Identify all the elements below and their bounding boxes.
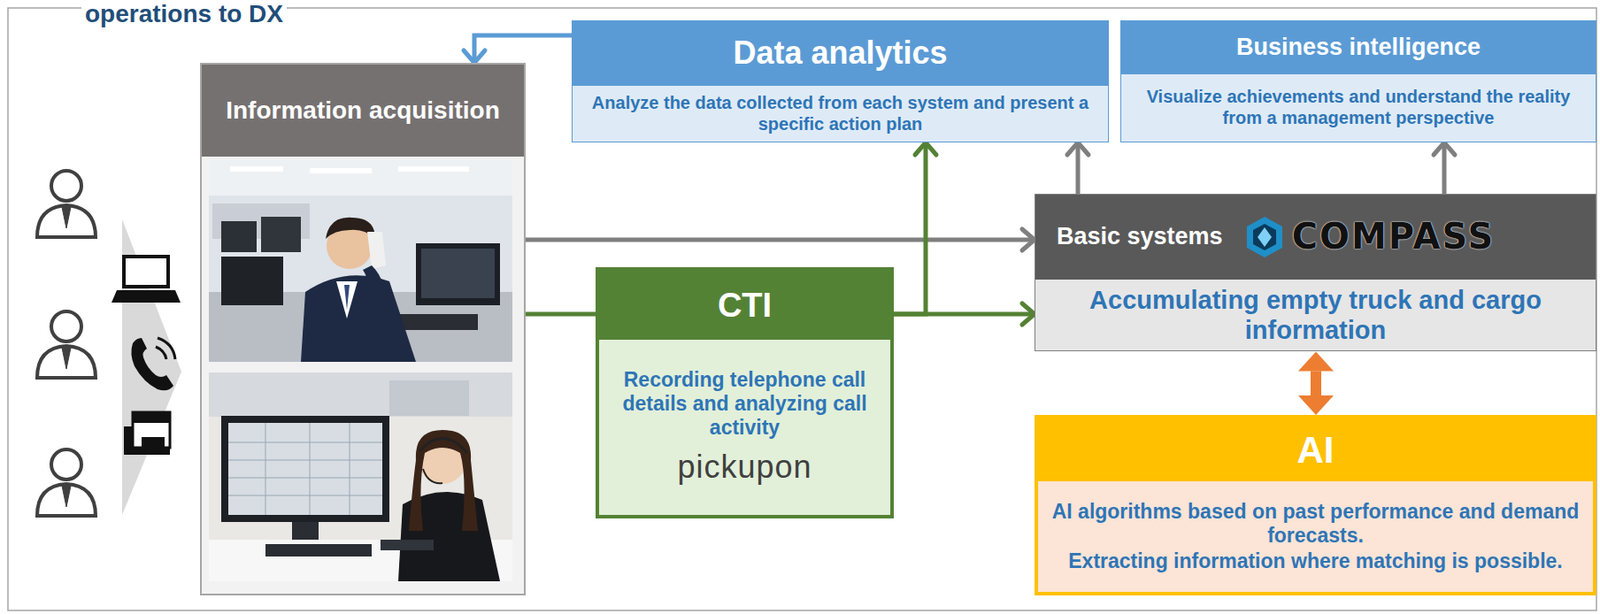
office-photo [208, 160, 513, 362]
arrow-head [1433, 142, 1455, 155]
connector [525, 229, 1035, 251]
connector-line [525, 312, 596, 317]
box-header: Basic systems COMPASS [1035, 194, 1596, 280]
connector-line [893, 144, 926, 315]
arrow-head [1067, 142, 1089, 155]
laptop-icon [111, 256, 181, 303]
process-box: Data analyticsAnalyze the data collected… [571, 20, 1109, 143]
connector [1298, 351, 1334, 416]
connector [893, 142, 937, 315]
system-box: CTI Recording telephone call details and … [595, 267, 894, 519]
box-header: Business intelligence [1121, 21, 1596, 75]
arrow-head [463, 50, 485, 63]
arrow-head [1022, 229, 1035, 251]
heading-label: operations to DX [81, 0, 287, 29]
connector [463, 35, 572, 63]
connector-line [525, 238, 1033, 243]
arrow-head [1022, 303, 1035, 325]
person-icon [37, 170, 96, 238]
compass-logo-mark [1244, 215, 1285, 260]
box-text: Accumulating empty truck and cargo infor… [1046, 284, 1585, 346]
box-text: AI algorithms based on past performance … [1048, 500, 1583, 548]
box-body: AI algorithms based on past performance … [1038, 481, 1593, 593]
ai-box: AI AI algorithms based on past performanc… [1034, 415, 1597, 596]
box-text: Visualize achievements and understand th… [1131, 86, 1585, 129]
outer-frame [7, 7, 1597, 611]
box-body: Accumulating empty truck and cargo infor… [1035, 279, 1596, 351]
photo-panel [200, 154, 526, 594]
connector-line [1442, 144, 1447, 194]
box-title: COMPASS [1292, 215, 1496, 258]
person-icon [37, 311, 96, 378]
box-title: Information acquisition [225, 95, 500, 125]
arrow-head [1298, 351, 1334, 371]
box-header: CTI [599, 270, 891, 340]
box-title: AI [1297, 428, 1335, 473]
input-fan [122, 219, 182, 516]
fax-icon [123, 412, 170, 455]
box-text: pickupon [676, 448, 812, 486]
connector [1067, 142, 1089, 194]
connector-line [474, 35, 572, 62]
box-title: Basic systems [1056, 223, 1224, 252]
connector-line [1076, 144, 1081, 194]
office-photo [208, 372, 513, 582]
box-body: Visualize achievements and understand th… [1121, 74, 1596, 142]
person-icon [37, 449, 96, 516]
box-header: Information acquisition [201, 64, 524, 157]
box-text: Analyze the data collected from each sys… [583, 92, 1098, 135]
box-title: CTI [717, 285, 772, 326]
box-body: Recording telephone call details and ana… [599, 339, 891, 516]
information-box: Information acquisition [200, 62, 526, 596]
box-header: AI [1038, 418, 1593, 482]
connector-line [1310, 370, 1322, 396]
box-body [201, 156, 524, 594]
box-text: Extracting information where matching is… [1068, 549, 1563, 574]
box-title: Data analytics [732, 34, 947, 72]
connector [525, 314, 596, 316]
system-box: Basic systems COMPASS Accumulating empty t… [1034, 193, 1597, 352]
arrow-head [1298, 395, 1334, 416]
box-text: Recording telephone call details and ana… [609, 368, 880, 440]
box-body: Analyze the data collected from each sys… [572, 85, 1108, 142]
box-header: Data analytics [572, 21, 1108, 86]
arrow-head [915, 142, 937, 155]
connector [1433, 142, 1455, 194]
phone-icon [130, 338, 176, 391]
box-title: Business intelligence [1236, 33, 1481, 62]
process-box: Business intelligenceVisualize achieveme… [1120, 20, 1597, 143]
